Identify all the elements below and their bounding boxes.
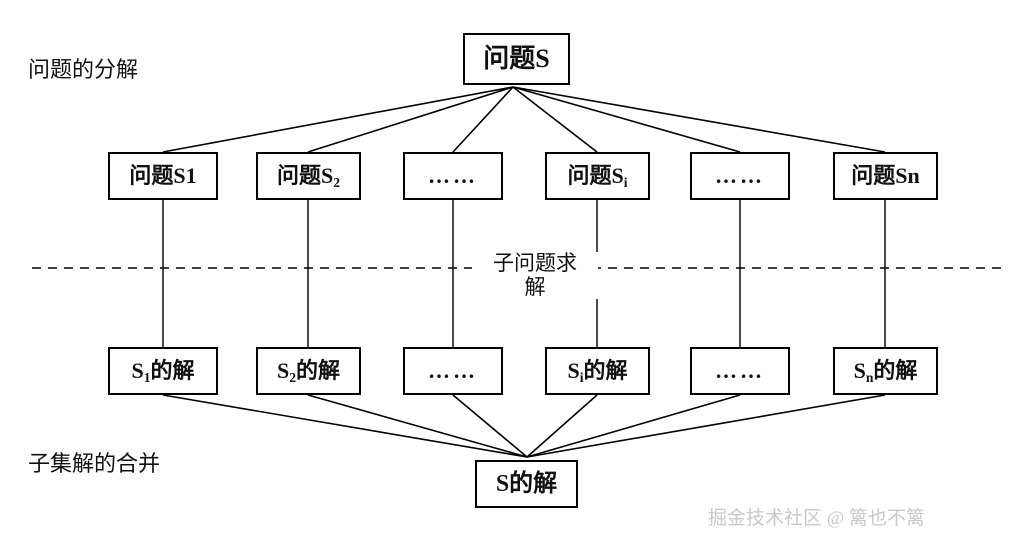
node-sub-problem-i[interactable]: 问题Si bbox=[545, 152, 650, 200]
node-sub-solution-ellipsis-right-label: …… bbox=[715, 358, 765, 383]
watermark-text: 掘金技术社区 @ 篱也不篱 bbox=[708, 508, 925, 529]
node-sub-problem-ellipsis-right-label: …… bbox=[715, 163, 765, 188]
phase-label-subproblem-solving-line2: 解 bbox=[524, 274, 546, 299]
node-sub-problem-ellipsis-left[interactable]: …… bbox=[403, 152, 503, 200]
node-sub-solution-ellipsis-left[interactable]: …… bbox=[403, 347, 503, 395]
node-sub-problem-n[interactable]: 问题Sn bbox=[833, 152, 938, 200]
decompose-edges bbox=[162, 86, 886, 153]
phase-label-subproblem-solving-line1: 子问题求 bbox=[493, 251, 577, 275]
node-sub-problem-ellipsis-left-label: …… bbox=[428, 163, 478, 188]
node-final-solution-label: S的解 bbox=[495, 471, 558, 497]
node-sub-solution-2-label: S2的解 bbox=[276, 358, 341, 385]
node-sub-problem-ellipsis-right[interactable]: …… bbox=[690, 152, 790, 200]
node-sub-problem-n-label: 问题Sn bbox=[851, 163, 920, 188]
node-final-solution[interactable]: S的解 bbox=[475, 460, 578, 508]
node-root-problem-label: 问题S bbox=[483, 44, 550, 73]
node-sub-problem-1-label: 问题S1 bbox=[129, 163, 197, 188]
node-sub-solution-2[interactable]: S2的解 bbox=[256, 347, 361, 395]
phase-label-decomposition: 问题的分解 bbox=[28, 57, 139, 82]
node-sub-solution-ellipsis-left-label: …… bbox=[428, 358, 478, 383]
node-sub-problem-i-label: 问题Si bbox=[567, 163, 628, 190]
node-sub-solution-i-label: Si的解 bbox=[567, 358, 628, 385]
node-sub-solution-i[interactable]: Si的解 bbox=[545, 347, 650, 395]
phase-label-subproblem-solving: 子问题求 解 bbox=[472, 251, 598, 300]
node-sub-solution-n[interactable]: Sn的解 bbox=[833, 347, 938, 395]
node-sub-problem-1[interactable]: 问题S1 bbox=[108, 152, 218, 200]
node-sub-solution-1[interactable]: S1的解 bbox=[108, 347, 218, 395]
node-sub-solution-n-label: Sn的解 bbox=[853, 358, 918, 385]
node-sub-solution-1-label: S1的解 bbox=[131, 358, 195, 385]
node-sub-solution-ellipsis-right[interactable]: …… bbox=[690, 347, 790, 395]
node-root-problem[interactable]: 问题S bbox=[463, 33, 570, 85]
node-sub-problem-2-label: 问题S2 bbox=[276, 163, 341, 190]
merge-edges bbox=[162, 394, 886, 458]
node-sub-problem-2[interactable]: 问题S2 bbox=[256, 152, 361, 200]
phase-label-merge: 子集解的合并 bbox=[28, 451, 161, 476]
